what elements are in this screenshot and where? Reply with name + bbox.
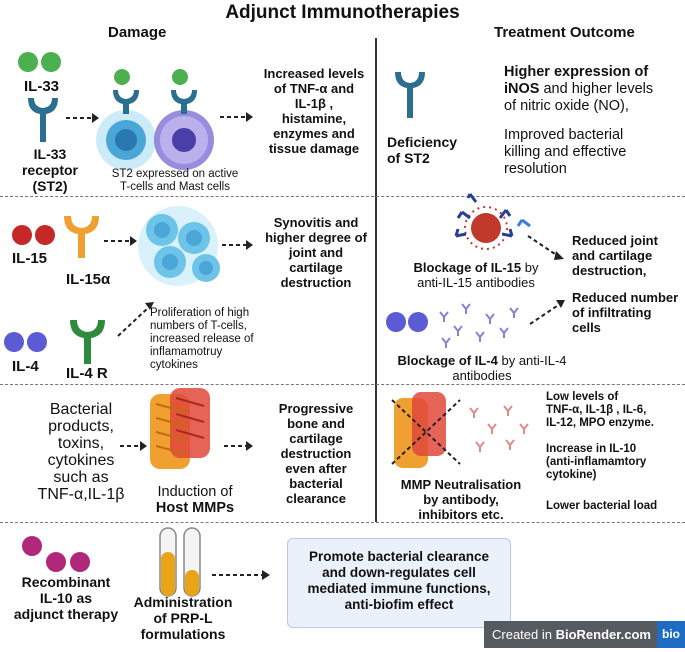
st2-receptor-icon [395,72,425,118]
il4r-label: IL-4 R [66,365,108,382]
il15-molecule-icon [35,225,55,245]
il10-molecule-icon [70,552,90,572]
biorender-watermark[interactable]: Created in BioRender.com bio [484,621,685,648]
il15a-receptor-icon [64,216,99,258]
row3-graphics [120,388,529,469]
mmp-neutralised-icon [391,392,461,468]
t-cell-cluster-icon [138,206,220,286]
outcome-header: Treatment Outcome [494,24,635,41]
st2-receptor-icon [28,98,58,142]
row1-graphics [18,52,425,170]
il15-antibody-blockage-icon [454,193,531,250]
row4-graphics [22,527,270,597]
il4-blockage-text: Blockage of IL-4 by anti-IL-4 antibodies [397,353,567,383]
mmp-protein-icon [150,388,210,469]
damage-header: Damage [108,24,167,41]
inhibitor-antibody-icon [469,405,529,452]
row-divider-3 [0,522,685,523]
il15-molecule-icon [12,225,32,245]
biorender-logo-icon: bio [657,621,685,648]
anti-il4-antibody-icon [439,303,519,348]
prp-tube-icon [159,527,201,597]
il15-blockage-text: Blockage of IL-15 by anti-IL-15 antibodi… [413,260,539,290]
il4-molecule-icon [27,332,47,352]
row-divider-2 [0,384,685,385]
st2-receptor-icon [113,90,139,114]
outcome-inos-text: Higher expression of iNOS and higher lev… [504,64,654,114]
lower-bacterial-load-text: Lower bacterial load [546,500,658,512]
il10-molecule-icon [46,552,66,572]
il15-label: IL-15 [12,250,48,267]
il4-label: IL-4 [12,358,39,375]
page-title: Adjunct Immunotherapies [225,2,460,23]
il4-molecule-icon [4,332,24,352]
row-divider-1 [0,196,685,197]
row2-graphics [4,193,565,364]
il4-molecule-icon [386,312,406,332]
il4-molecule-icon [408,312,428,332]
st2-receptor-icon [171,90,197,114]
il33-molecule-icon [41,52,61,72]
il33-molecule-icon [18,52,38,72]
il33-label: IL-33 [24,78,60,95]
il10-molecule-icon [22,536,42,556]
il33-molecule-icon [172,69,188,85]
il4-receptor-icon [70,320,105,364]
column-divider [375,38,377,522]
il33-molecule-icon [114,69,130,85]
il15a-label: IL-15α [66,271,111,288]
